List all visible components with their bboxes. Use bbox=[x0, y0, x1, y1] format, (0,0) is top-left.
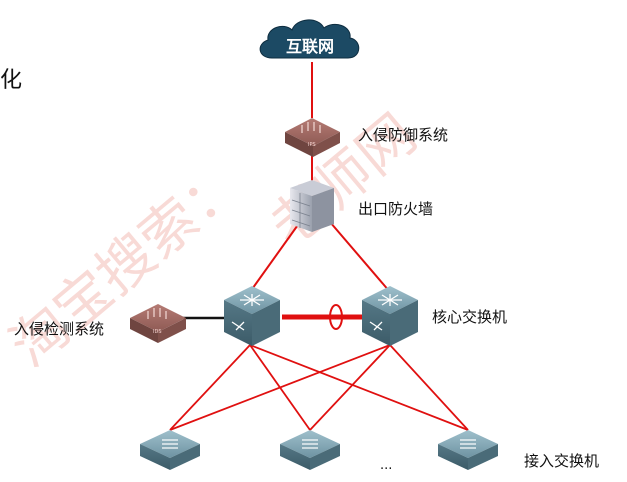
firewall-label: 出口防火墙 bbox=[358, 200, 434, 218]
access-switch-1 bbox=[140, 430, 200, 470]
link-firewall-core-right bbox=[329, 221, 391, 293]
ips-label: 入侵防御系统 bbox=[358, 126, 449, 144]
core-switch-right bbox=[362, 286, 418, 346]
internet-cloud-label: 互联网 bbox=[286, 37, 335, 56]
access-switch-2 bbox=[280, 430, 340, 470]
link-firewall-core-left bbox=[249, 221, 301, 293]
ids-label: 入侵检测系统 bbox=[14, 320, 105, 338]
edge-text: 化 bbox=[0, 68, 23, 93]
ips-badge: IPS bbox=[308, 142, 316, 148]
access-links bbox=[169, 344, 469, 431]
ids-device: IDS bbox=[130, 304, 186, 343]
access-switch-label: 接入交换机 bbox=[524, 452, 600, 470]
access-switch-3 bbox=[438, 430, 498, 470]
core-switch-left bbox=[224, 286, 280, 346]
ips-device: IPS bbox=[285, 118, 340, 157]
uplink-lines bbox=[249, 62, 391, 293]
access-ellipsis: ... bbox=[380, 458, 393, 473]
core-switch-label: 核心交换机 bbox=[432, 308, 508, 326]
internet-cloud bbox=[259, 19, 360, 59]
link-aggregation-mark bbox=[329, 304, 343, 330]
ids-badge: IDS bbox=[153, 329, 162, 335]
firewall-device bbox=[290, 180, 334, 232]
